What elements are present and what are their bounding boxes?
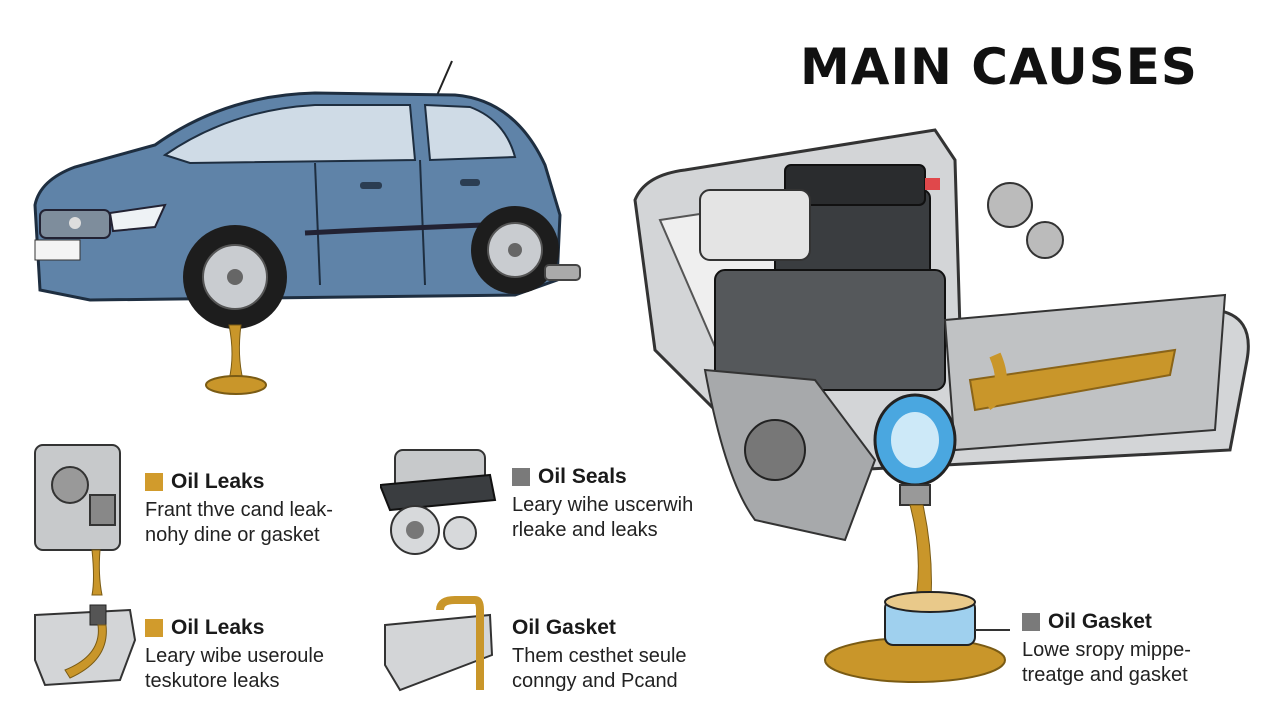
- oil-gasket-thumbnail: [384, 596, 494, 692]
- cause-label: Oil Seals: [538, 465, 627, 488]
- cause-label: Oil Gasket: [512, 616, 616, 639]
- oil-seal-thumbnail: [380, 449, 497, 555]
- swatch-icon: [512, 468, 530, 486]
- cause-oil-gasket-1: Oil Gasket Them cesthet seule conngy and…: [512, 616, 687, 694]
- cause-desc-line: Frant thve cand leak-: [145, 499, 333, 521]
- cause-label: Oil Leaks: [171, 616, 265, 639]
- swatch-icon: [1022, 613, 1040, 631]
- oil-pan-thumbnail: [34, 604, 137, 687]
- cause-label: Oil Leaks: [171, 470, 265, 493]
- swatch-icon: [145, 619, 163, 637]
- engine-illustration: [633, 128, 1250, 683]
- cause-desc-line: nohy dine or gasket: [145, 524, 320, 546]
- cause-label: Oil Gasket: [1048, 610, 1152, 633]
- cause-desc-line: Leary wihe uscerwih: [512, 494, 694, 516]
- page-title: MAIN CAUSES: [800, 38, 1198, 96]
- cause-desc-line: rleake and leaks: [512, 519, 658, 541]
- cause-desc-line: Leary wibe useroule: [145, 645, 324, 667]
- oil-leak-thumbnail: [34, 444, 121, 596]
- cause-oil-leaks-1: Oil Leaks Frant thve cand leak- nohy din…: [145, 470, 333, 548]
- cause-desc-line: conngy and Pcand: [512, 670, 678, 692]
- cause-desc-line: Them cesthet seule: [512, 645, 687, 667]
- cause-oil-leaks-2: Oil Leaks Leary wibe useroule teskutore …: [145, 616, 324, 694]
- cause-oil-gasket-2: Oil Gasket Lowe sropy mippe- treatge and…: [1022, 610, 1191, 688]
- cause-desc-line: Lowe sropy mippe-: [1022, 639, 1191, 661]
- cause-desc-line: treatge and gasket: [1022, 664, 1188, 686]
- cause-oil-seals: Oil Seals Leary wihe uscerwih rleake and…: [512, 465, 693, 543]
- cause-desc-line: teskutore leaks: [145, 670, 280, 692]
- swatch-icon: [145, 473, 163, 491]
- car-illustration: [33, 60, 581, 395]
